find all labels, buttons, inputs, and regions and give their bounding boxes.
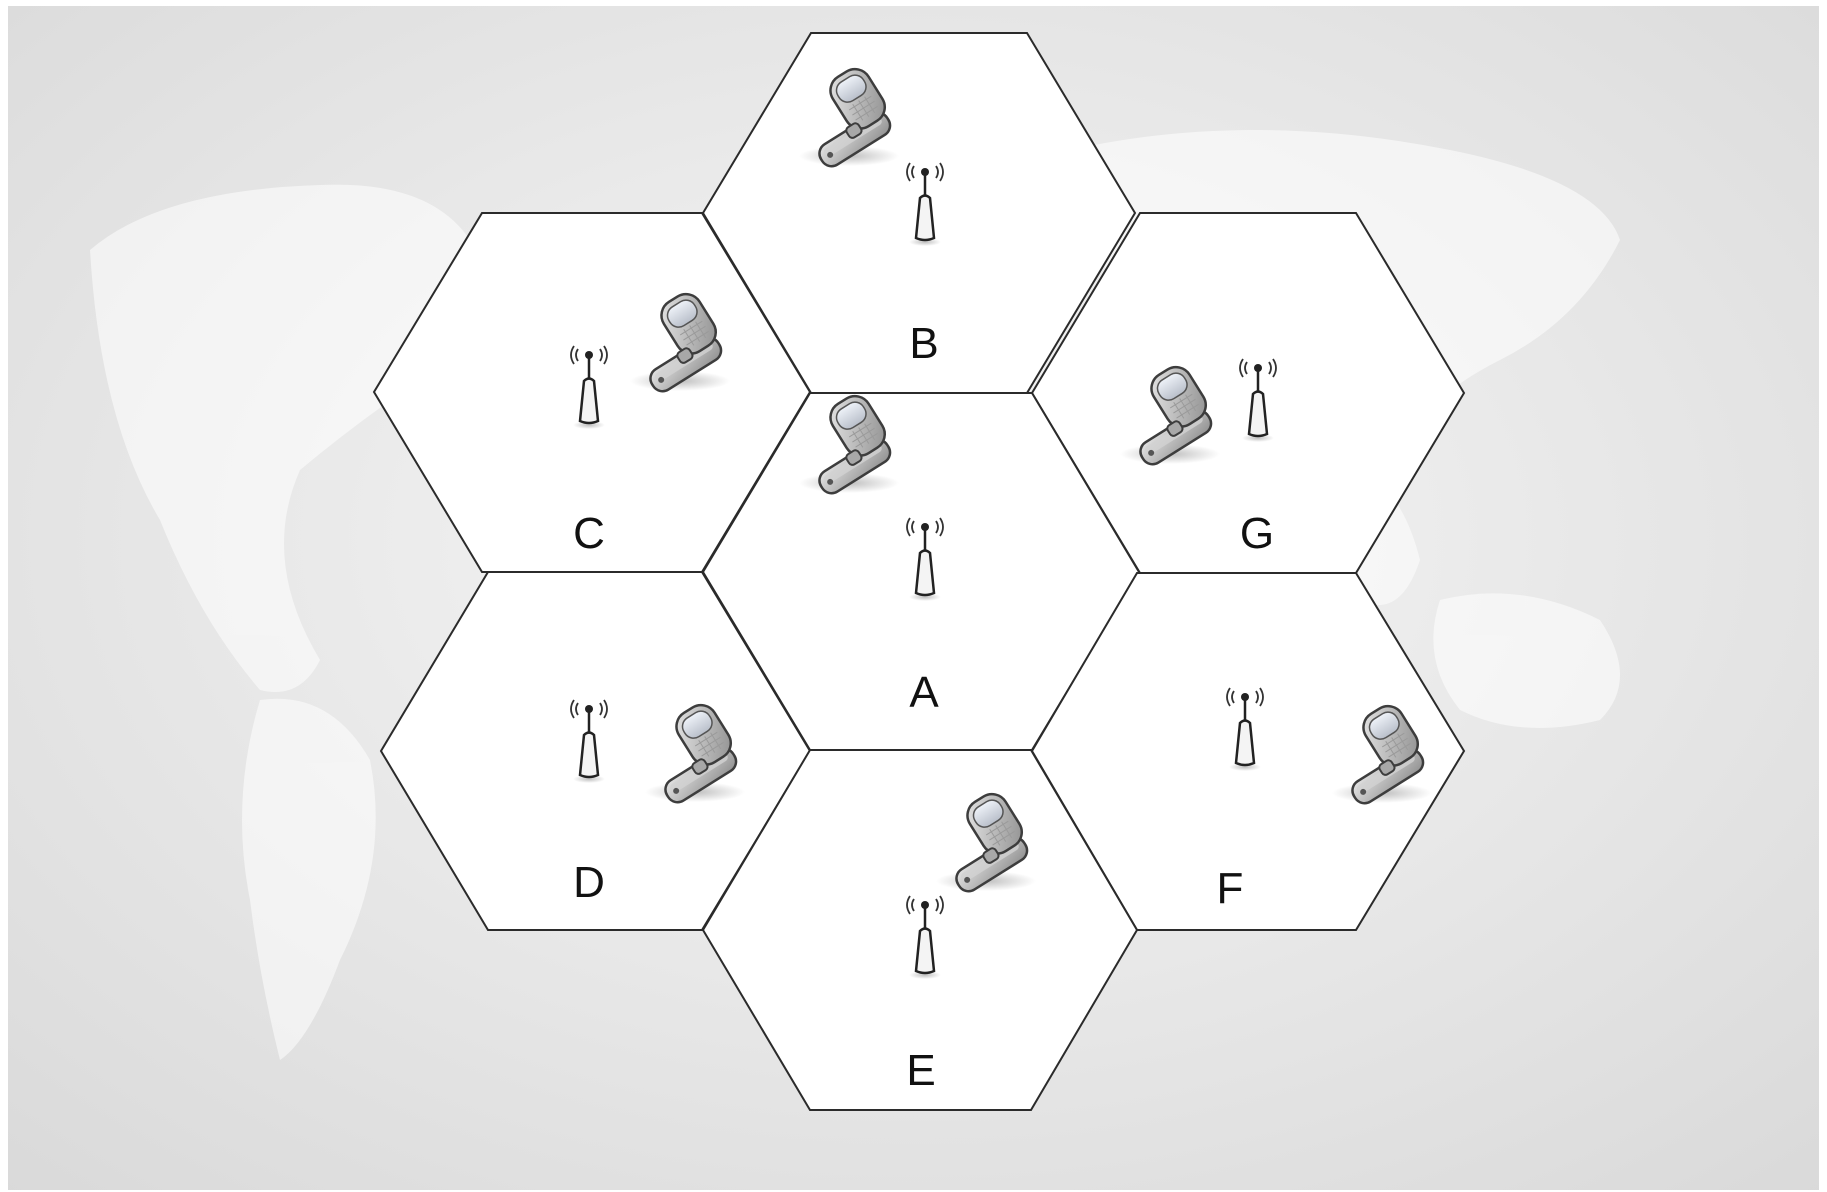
cell-label-g: G xyxy=(1240,509,1274,558)
cell-label-e: E xyxy=(906,1046,935,1095)
cell-label-b: B xyxy=(909,319,938,368)
cell-label-a: A xyxy=(909,668,939,717)
cell-label-d: D xyxy=(573,858,605,907)
cell-label-f: F xyxy=(1217,864,1244,913)
cell-label-c: C xyxy=(573,509,605,558)
